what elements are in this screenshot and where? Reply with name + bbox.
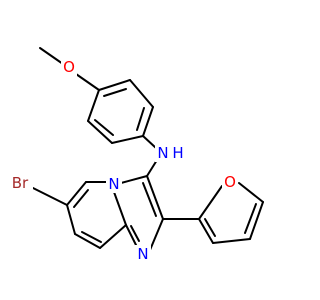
bond-anisole-ring-4 <box>111 135 144 144</box>
atom-hydrogen-amine: H <box>172 144 183 162</box>
molecule-diagram: O N H Br N N O <box>7 47 264 263</box>
atom-nitrogen-amine: N <box>157 144 168 162</box>
label-bg-bromine <box>7 174 33 192</box>
bond-c8a-n1-inner <box>130 225 140 242</box>
bond-c6-br <box>32 187 68 206</box>
bond-c5-c6-inner <box>73 189 89 208</box>
bond-anisole-ring-6 <box>87 89 100 122</box>
bond-c8-c8a <box>99 224 127 249</box>
bond-furan-c4-c3 <box>212 238 251 244</box>
atom-oxygen-methoxy: O <box>63 58 75 76</box>
bond-anisole-ring-inner-2 <box>136 107 145 131</box>
bond-anisole-ring-1 <box>98 79 131 91</box>
bond-c2-c3-inner <box>142 182 157 217</box>
bond-anisole-ring-inner-1 <box>103 88 127 97</box>
atom-label-group: O N H Br N N O <box>7 58 238 263</box>
label-bg-nitrogen-amine <box>155 144 171 162</box>
bond-group <box>32 47 264 251</box>
atom-bromine: Br <box>12 174 29 192</box>
bond-c5-c6 <box>66 181 87 206</box>
atom-oxygen-furan: O <box>224 173 236 191</box>
bond-n1-c2 <box>149 218 164 251</box>
bond-c3-n4 <box>120 175 148 184</box>
bond-c2-c3 <box>146 175 164 220</box>
bond-n4-c8a <box>113 191 127 226</box>
bond-o-aryl <box>75 73 100 91</box>
label-bg-nitrogen-imidazole <box>135 245 151 263</box>
bond-nh-c3 <box>146 159 158 177</box>
bond-c8a-n1 <box>125 224 138 248</box>
bond-anisole-ring-5 <box>87 120 113 144</box>
bond-anisole-ring-2 <box>129 79 154 108</box>
label-bg-oxygen-methoxy <box>61 58 77 76</box>
label-bg-hydrogen-amine <box>171 144 185 162</box>
bond-furan-c5-c4 <box>249 201 264 240</box>
bond-c7-c8 <box>74 233 101 249</box>
bond-furan-c2-o <box>198 185 223 220</box>
atom-nitrogen-bridgehead: N <box>108 175 119 193</box>
bond-anisole-ring-inner-3 <box>94 119 114 136</box>
bond-furan-o-c5 <box>238 182 264 203</box>
bond-anisole-ring-3 <box>142 106 154 137</box>
bond-furan-c5-c4-inner <box>244 203 257 234</box>
bond-furan-c3-c2 <box>198 218 214 244</box>
label-bg-nitrogen-bridgehead <box>106 175 122 193</box>
bond-c6-c7 <box>66 204 76 235</box>
atom-nitrogen-imidazole: N <box>137 245 148 263</box>
bond-furan-c3-c2-inner <box>204 218 216 237</box>
label-bg-oxygen-furan <box>222 173 238 191</box>
bond-aryl-nh <box>142 135 157 149</box>
bond-methyl-o <box>39 47 64 65</box>
bond-c7-c8-inner <box>81 231 102 243</box>
